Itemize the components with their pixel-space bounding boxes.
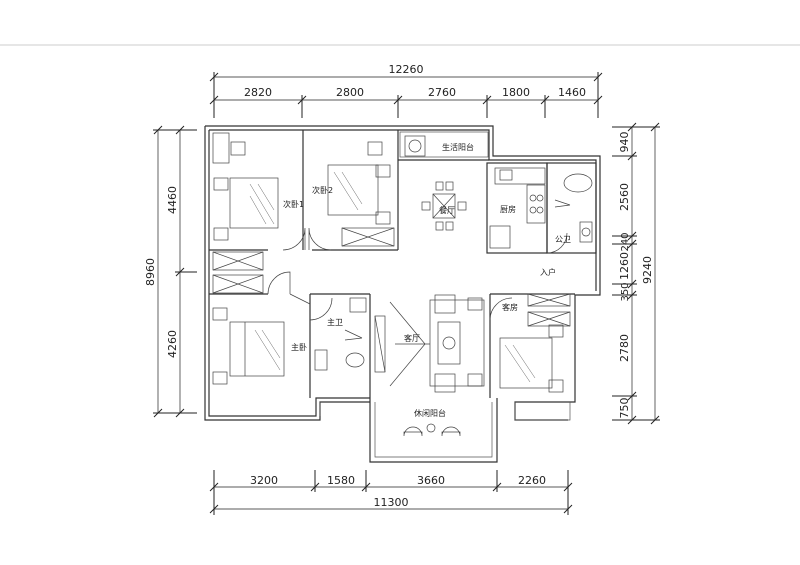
room-label-dining: 餐厅 — [439, 206, 455, 215]
dim-right-4: 1260 — [618, 252, 631, 280]
guest-room-furniture — [499, 293, 571, 393]
dim-bottom-3: 3660 — [417, 474, 445, 487]
dim-top-2: 2800 — [336, 86, 364, 99]
kitchen-fixtures — [489, 167, 546, 249]
room-label-utility-balcony: 生活阳台 — [442, 142, 474, 152]
dim-left-total: 8960 — [144, 258, 157, 286]
room-label-entrance: 入户 — [540, 267, 556, 277]
dim-top-4: 1800 — [502, 86, 530, 99]
dim-top-5: 1460 — [558, 86, 586, 99]
bedroom1-furniture — [212, 132, 279, 294]
dim-top-1: 2820 — [244, 86, 272, 99]
dim-right-3: 240 — [620, 232, 631, 251]
dim-right-1: 940 — [618, 132, 631, 153]
left-dimensions: 8960 4460 4260 — [144, 125, 197, 418]
room-labels: 次卧1 次卧2 生活阳台 餐厅 厨房 公卫 入户 客房 主卫 主卧 客厅 休闲阳… — [283, 142, 571, 418]
washer-icon — [404, 135, 426, 157]
dim-top-total: 12260 — [389, 63, 424, 76]
room-label-master-bedroom: 主卧 — [291, 342, 307, 352]
living-room-furniture — [374, 294, 485, 393]
dim-top-3: 2760 — [428, 86, 456, 99]
master-bath-fixtures — [314, 297, 367, 371]
dim-right-2: 2560 — [618, 183, 631, 211]
public-bath-fixtures — [554, 173, 593, 243]
dim-right-5: 350 — [620, 282, 631, 301]
dim-right-total: 9240 — [641, 256, 654, 284]
walls — [204, 125, 601, 463]
dim-right-7: 750 — [618, 398, 631, 419]
room-label-guest-room: 客房 — [502, 302, 518, 312]
room-label-public-bath: 公卫 — [555, 235, 571, 244]
doors — [267, 227, 568, 321]
dim-right-6: 2780 — [618, 334, 631, 362]
right-dimensions: 940 2560 240 1260 350 2780 750 9240 — [612, 122, 660, 425]
dim-left-2: 4260 — [166, 330, 179, 358]
room-label-master-bath: 主卫 — [327, 317, 343, 327]
dining-table — [421, 181, 467, 231]
dim-left-1: 4460 — [166, 186, 179, 214]
room-label-living-room: 客厅 — [404, 333, 420, 343]
master-bedroom-furniture — [212, 307, 285, 385]
room-label-kitchen: 厨房 — [500, 204, 516, 214]
dim-bottom-2: 1580 — [327, 474, 355, 487]
room-label-bedroom2: 次卧2 — [312, 185, 333, 195]
dim-bottom-4: 2260 — [518, 474, 546, 487]
dim-bottom-total: 11300 — [374, 496, 409, 509]
bottom-dimensions: 3200 1580 3660 2260 11300 — [209, 470, 573, 515]
leisure-balcony-furniture — [403, 423, 461, 437]
bedroom2-furniture — [327, 141, 395, 247]
room-label-leisure-balcony: 休闲阳台 — [414, 408, 446, 418]
top-dimensions: 12260 2820 2800 2760 1800 1460 — [209, 63, 603, 118]
room-label-bedroom1: 次卧1 — [283, 199, 304, 209]
dim-bottom-1: 3200 — [250, 474, 278, 487]
